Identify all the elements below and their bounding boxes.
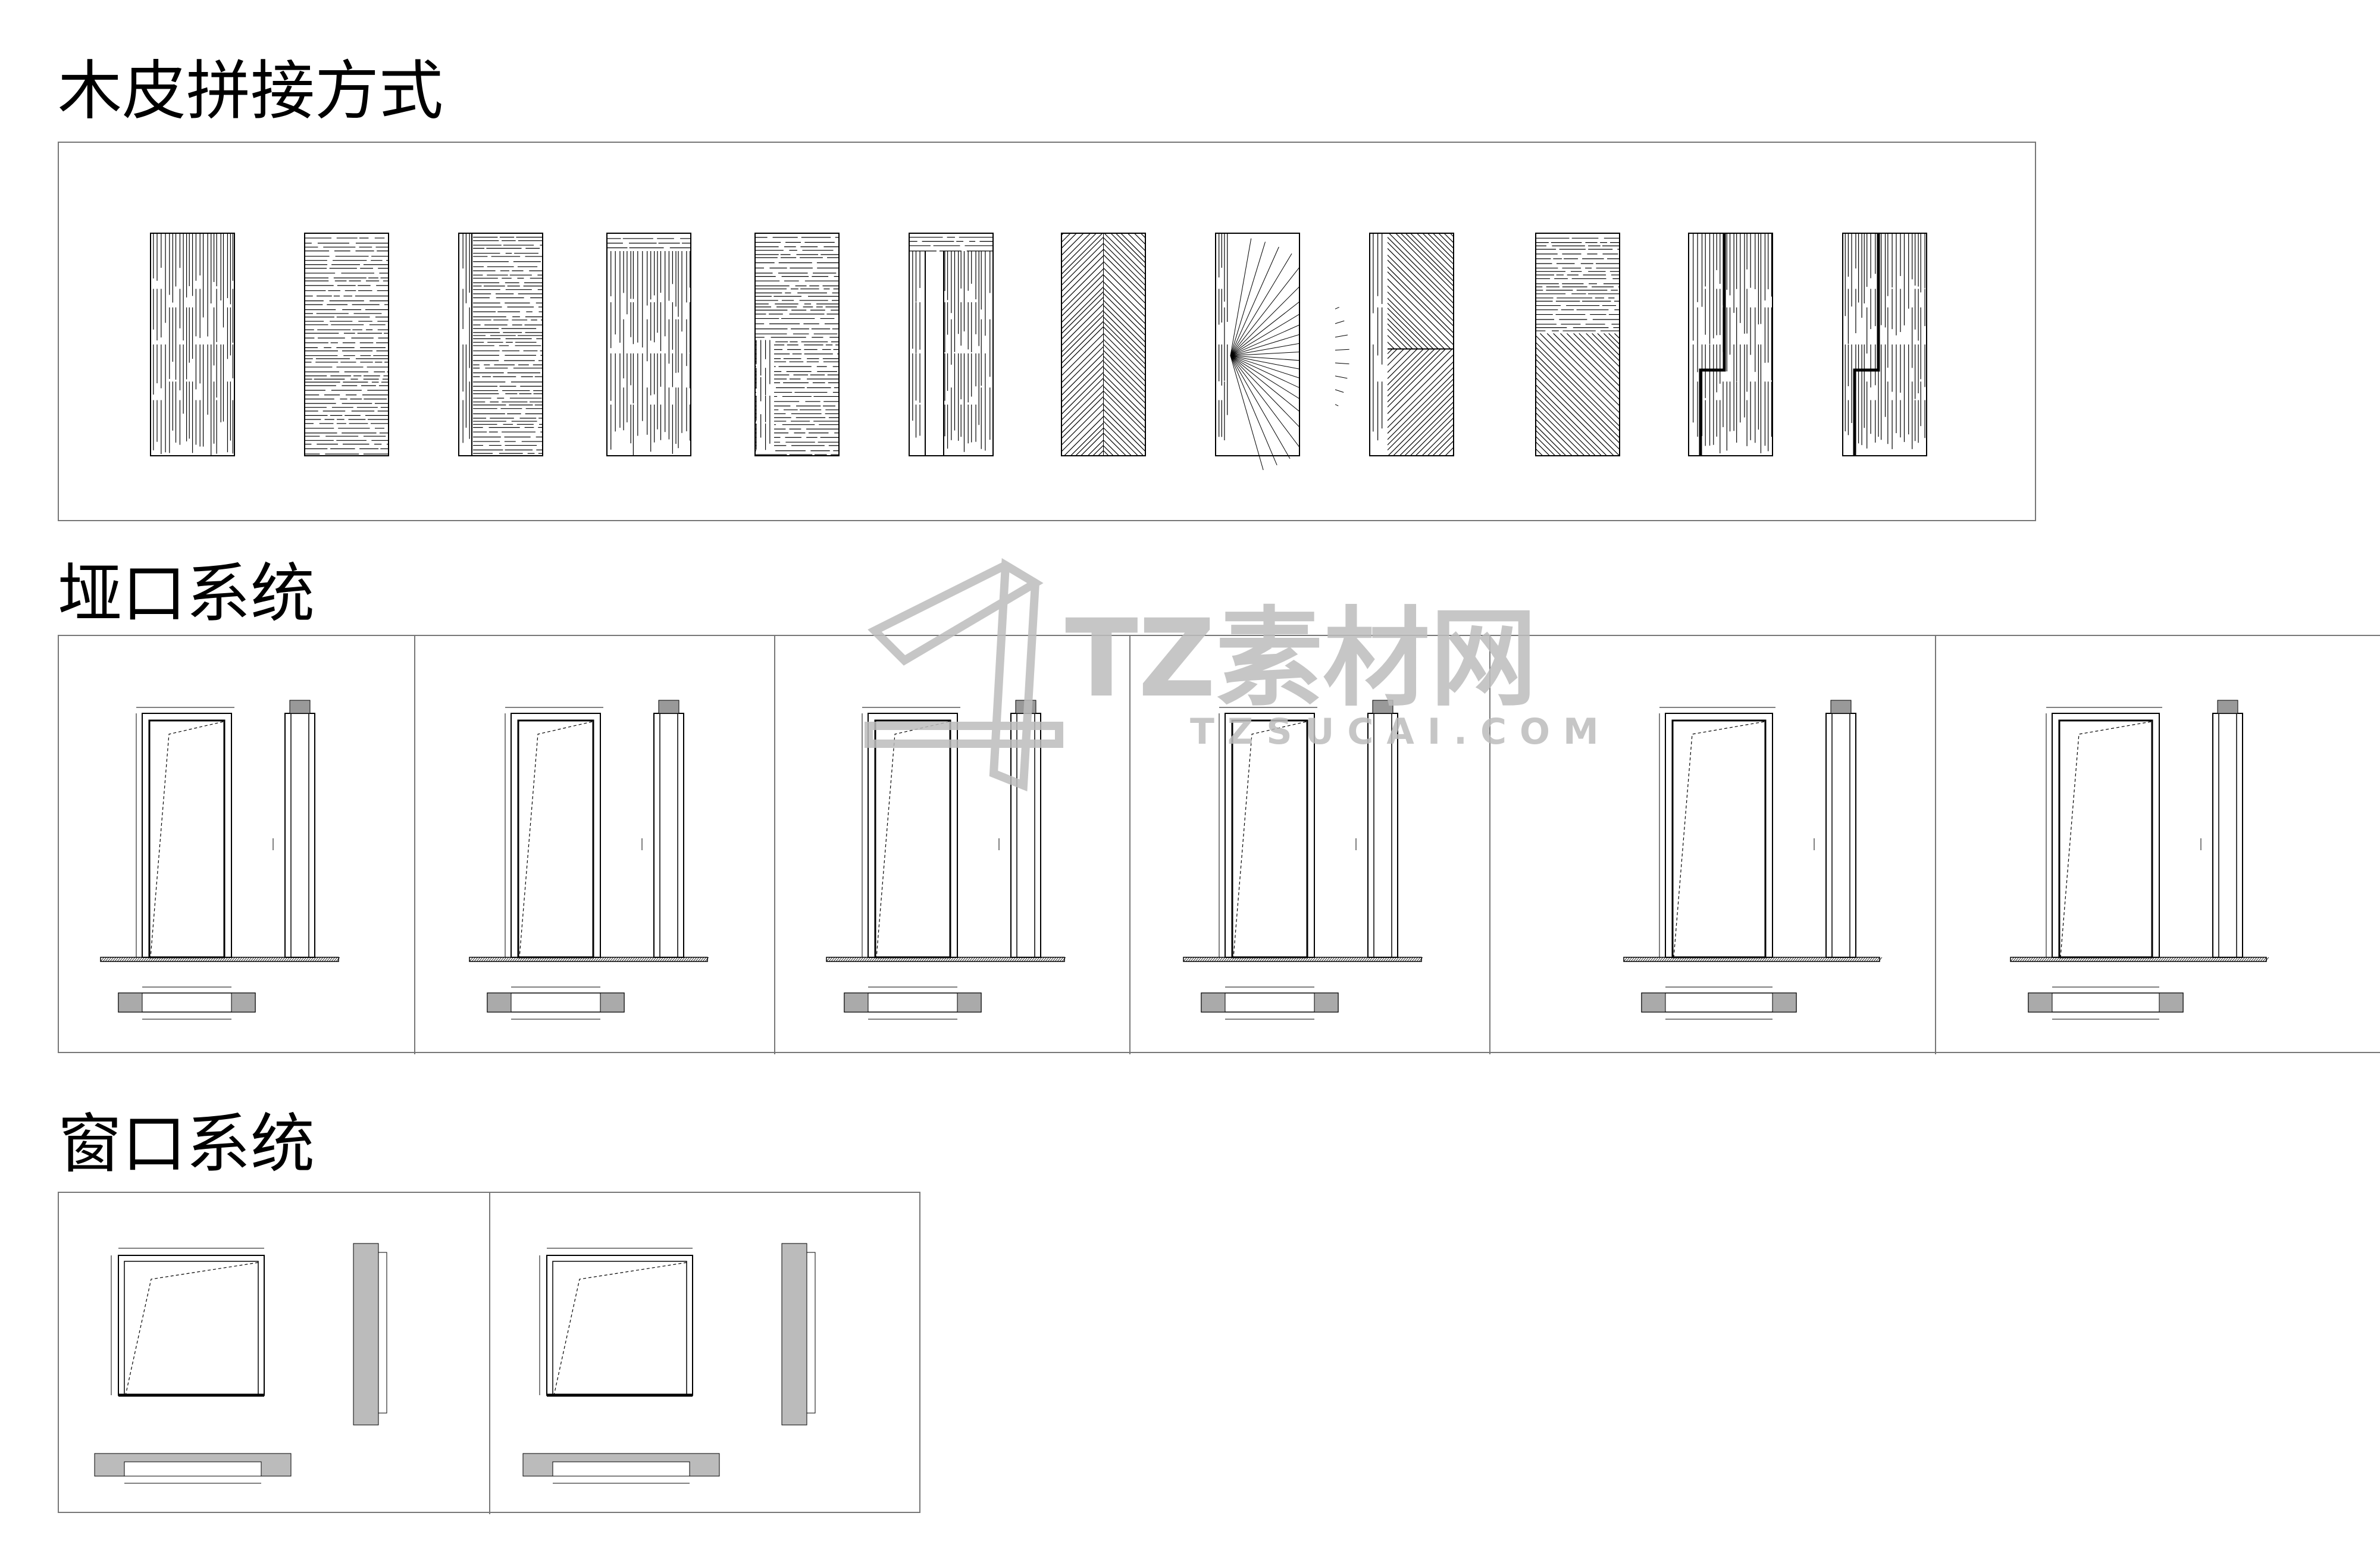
veneer-pattern-4 <box>606 233 691 456</box>
veneer-pattern-3 <box>458 233 543 456</box>
window-opening-panel <box>58 1192 920 1514</box>
door-opening-drawing-4 <box>1183 700 1423 1020</box>
veneer-pattern-11 <box>1688 233 1773 456</box>
door-opening-drawing-3 <box>826 700 1066 1020</box>
veneer-pattern-6 <box>909 233 994 456</box>
veneer-pattern-8 <box>1215 233 1349 471</box>
veneer-patterns-drawing <box>150 233 1927 471</box>
veneer-pattern-10 <box>1535 233 1620 456</box>
veneer-pattern-panel <box>58 142 2036 521</box>
section-title-veneer: 木皮拼接方式 <box>58 54 444 129</box>
door-opening-drawings <box>100 636 2269 1054</box>
veneer-pattern-9 <box>1369 233 1454 456</box>
window-opening-drawings <box>94 1193 816 1514</box>
door-opening-drawing-5 <box>1623 700 1883 1020</box>
veneer-pattern-1 <box>150 233 235 456</box>
window-opening-drawing-2 <box>522 1243 816 1484</box>
section-title-door-opening: 垭口系统 <box>58 557 315 631</box>
veneer-pattern-2 <box>304 233 389 456</box>
veneer-pattern-5 <box>754 233 840 456</box>
door-opening-drawing-6 <box>2010 700 2269 1020</box>
door-opening-drawing-2 <box>469 700 709 1020</box>
door-opening-drawing-1 <box>100 700 340 1020</box>
veneer-pattern-7 <box>1061 233 1146 456</box>
door-opening-panel <box>58 635 2380 1054</box>
veneer-pattern-12 <box>1842 233 1927 456</box>
window-opening-drawing-1 <box>94 1243 387 1484</box>
section-title-window-opening: 窗口系统 <box>58 1107 315 1182</box>
